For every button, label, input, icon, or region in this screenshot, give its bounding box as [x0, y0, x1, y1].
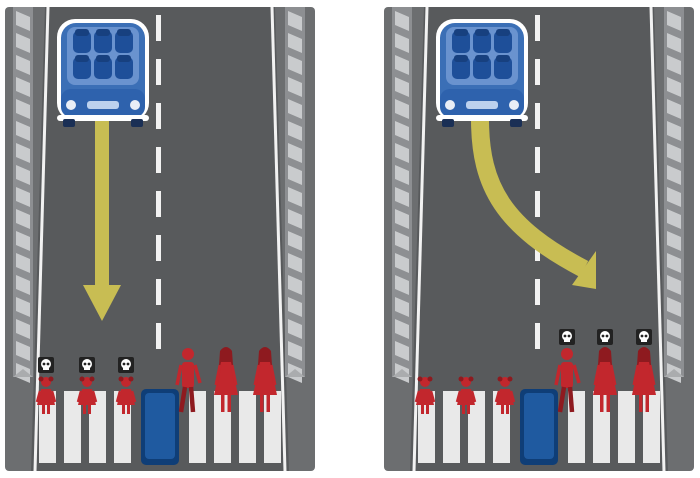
pedestrian-girl-icon	[35, 357, 57, 414]
crosswalk	[418, 391, 660, 463]
headlight-right	[509, 100, 519, 110]
headlight-left	[66, 100, 76, 110]
pedestrian-woman-icon	[253, 347, 277, 412]
scenario-panel-right[interactable]	[384, 7, 694, 471]
road-edge-line-right	[649, 7, 666, 471]
guardrail-right	[664, 7, 684, 383]
skull-icon	[636, 329, 652, 345]
skull-icon	[118, 357, 134, 373]
pedestrian-woman-icon	[593, 329, 617, 412]
skull-icon	[597, 329, 613, 345]
pedestrian-girl-icon	[455, 376, 477, 414]
pedestrian-girl-icon	[76, 357, 98, 414]
headlight-left	[445, 100, 455, 110]
skull-icon	[38, 357, 54, 373]
center-dashes	[156, 15, 161, 349]
road-edge-line-right	[270, 7, 287, 471]
scenario-panel-left[interactable]	[5, 7, 315, 471]
skull-icon	[79, 357, 95, 373]
headlight-right	[130, 100, 140, 110]
guardrail-right	[285, 7, 305, 383]
barricade-icon	[141, 389, 179, 465]
pedestrian-woman-icon	[632, 329, 656, 412]
skull-icon	[559, 329, 575, 345]
trajectory-arrow-icon	[471, 118, 596, 289]
pedestrian-man-icon	[554, 329, 581, 413]
road-edge-line-left	[412, 7, 429, 471]
autonomous-car-icon	[57, 19, 149, 127]
road-edge-line-left	[33, 7, 50, 471]
pedestrian-man-icon	[175, 348, 202, 413]
pedestrian-woman-icon	[214, 347, 238, 412]
autonomous-car-icon	[436, 19, 528, 127]
guardrail-left	[392, 7, 412, 383]
scene-left	[5, 7, 315, 471]
trajectory-arrow-icon	[83, 121, 121, 321]
pedestrian-girl-icon	[115, 357, 137, 414]
guardrail-left	[13, 7, 33, 383]
barricade-icon	[520, 389, 558, 465]
scene-right	[384, 7, 694, 471]
pedestrian-girl-icon	[494, 376, 516, 414]
pedestrian-girl-icon	[414, 376, 436, 414]
